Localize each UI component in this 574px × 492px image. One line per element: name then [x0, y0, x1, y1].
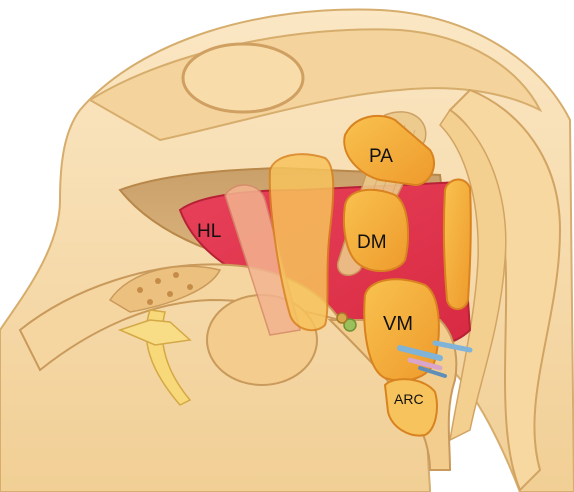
label-vm: VM	[383, 313, 413, 335]
dm-nucleus	[344, 190, 408, 271]
label-hl: HL	[197, 221, 221, 242]
right-column-nucleus	[444, 180, 471, 309]
thalamus-oval	[183, 44, 303, 112]
label-pa: PA	[369, 146, 393, 167]
label-dm: DM	[357, 232, 387, 253]
label-arc: ARC	[394, 391, 424, 407]
